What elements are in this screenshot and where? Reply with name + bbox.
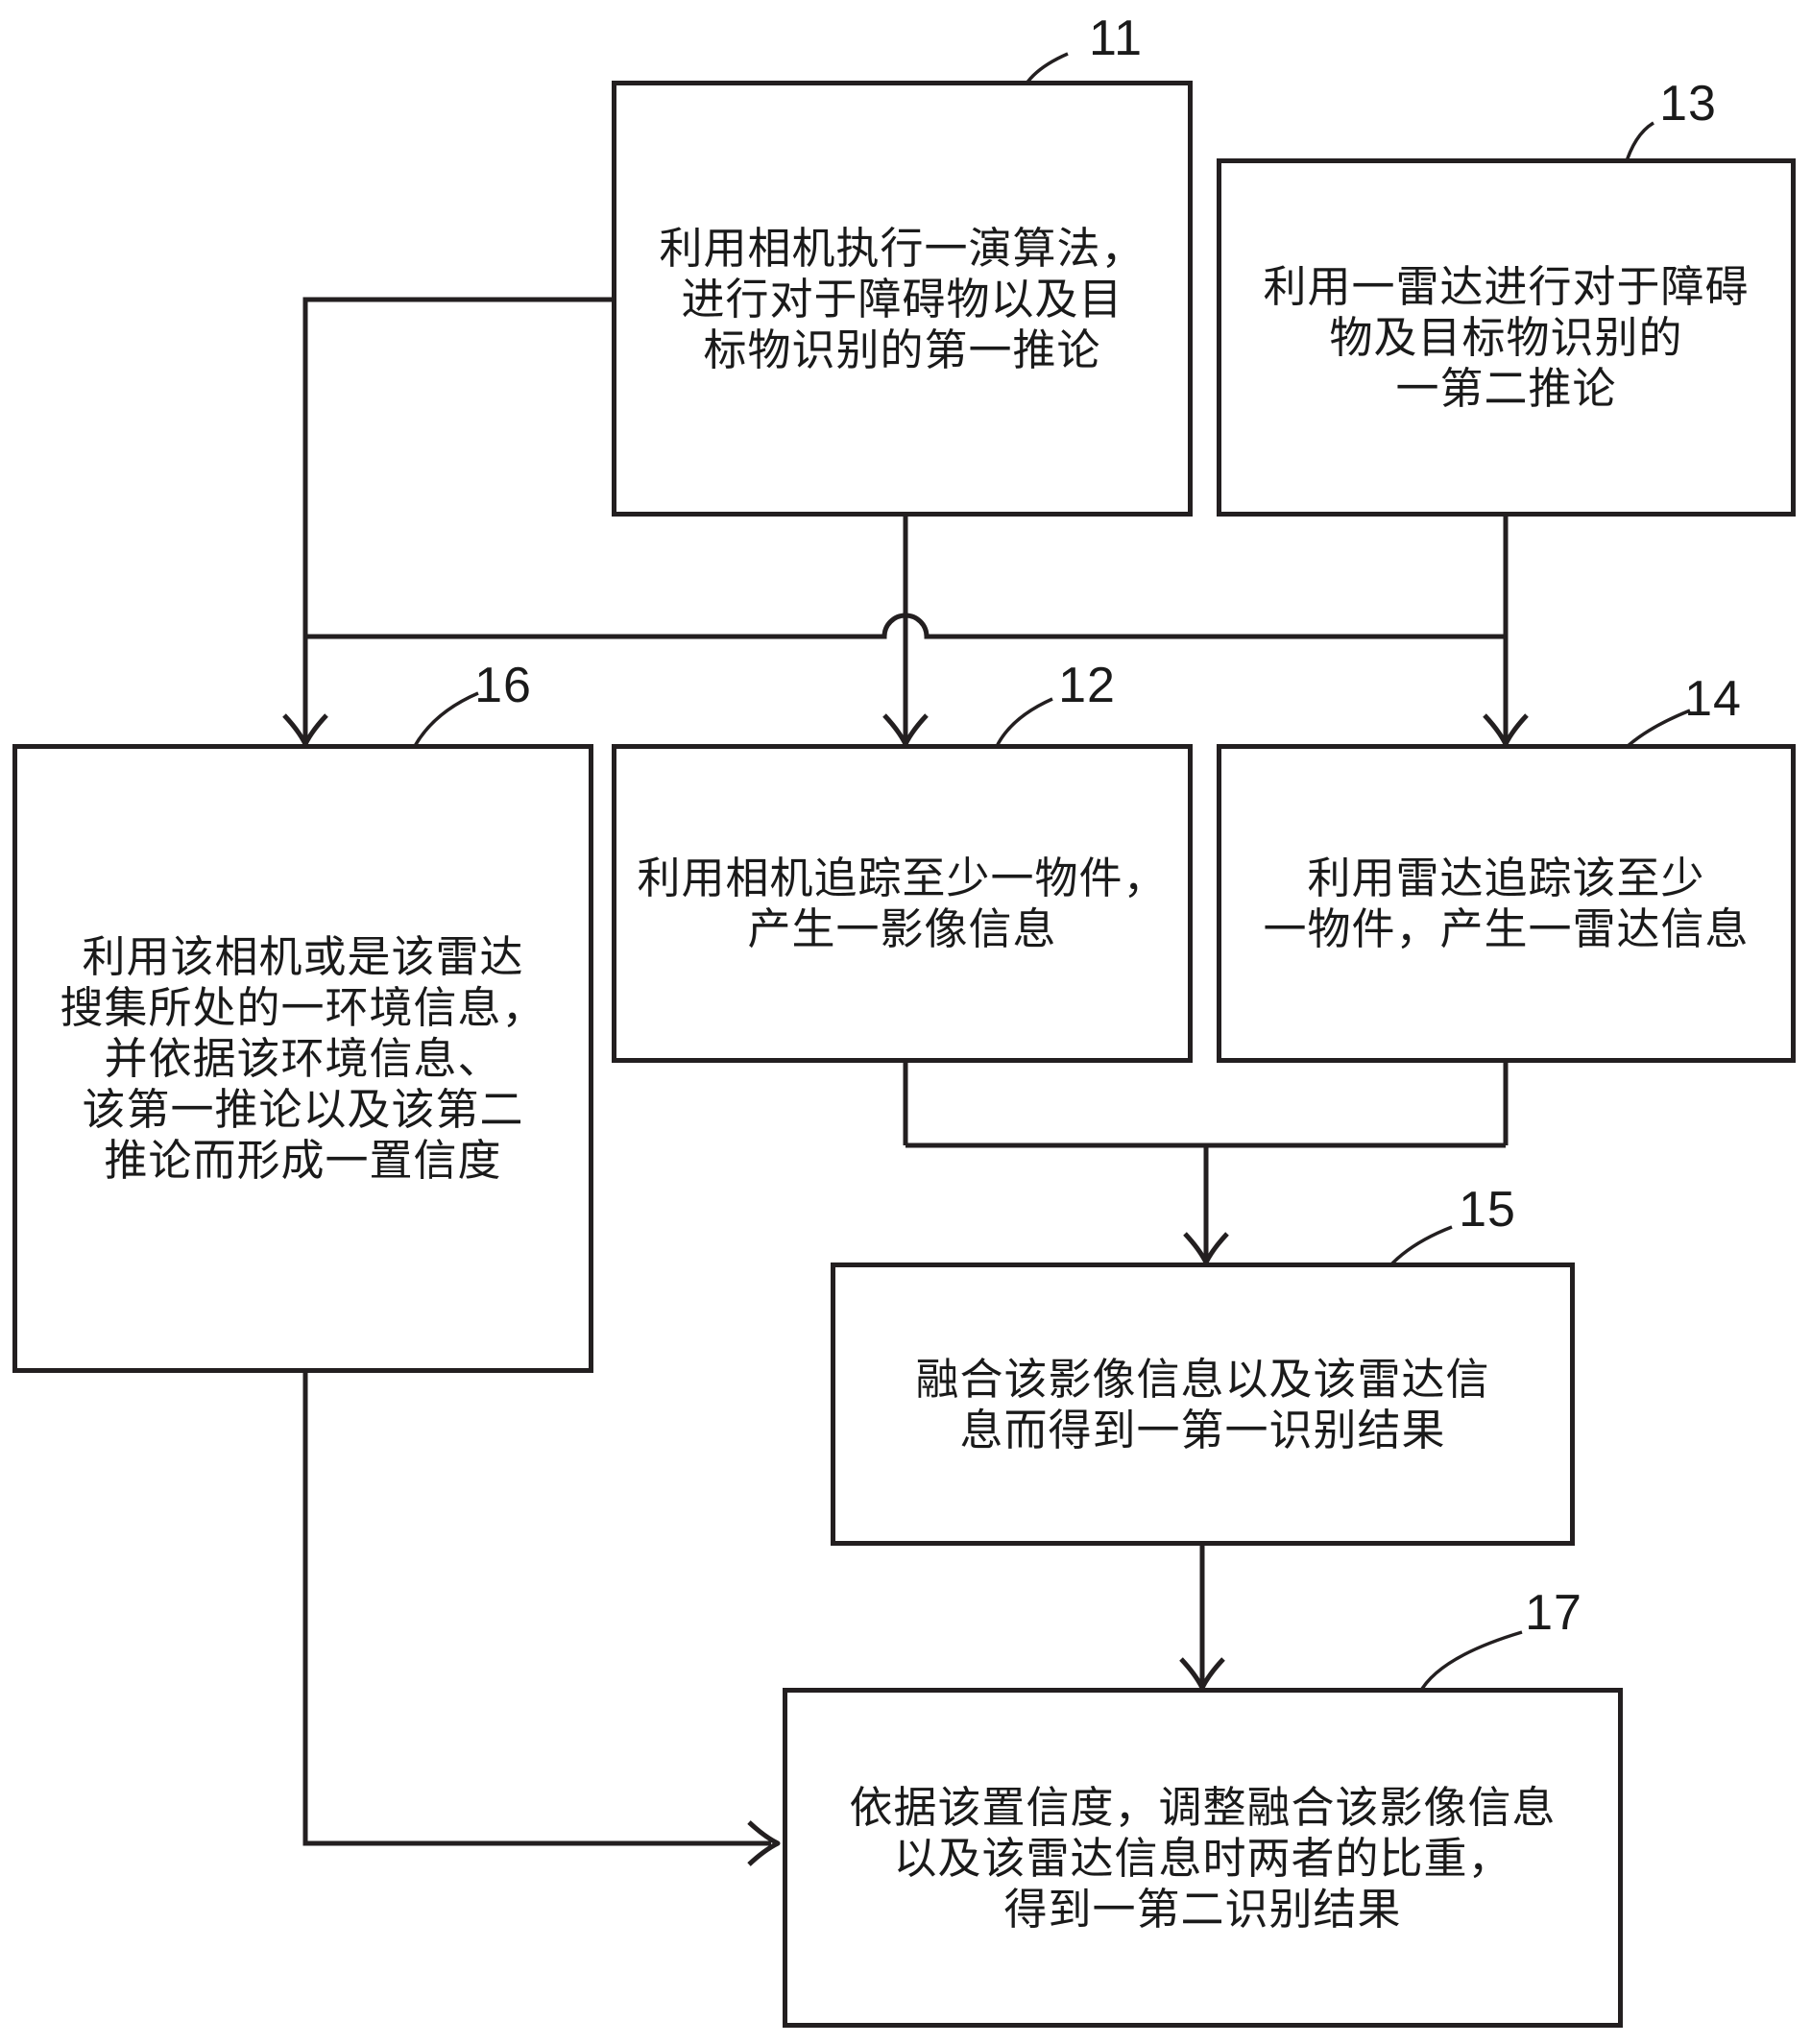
flow-box-13: 利用一雷达进行对于障碍 物及目标物识别的 一第二推论 [1217,158,1796,517]
flow-box-16-text: 利用该相机或是该雷达 搜集所处的一环境信息， 并依据该环境信息、 该第一推论以及… [60,932,546,1185]
flow-box-16: 利用该相机或是该雷达 搜集所处的一环境信息， 并依据该环境信息、 该第一推论以及… [12,744,593,1373]
ref-numeral-16: 16 [474,658,532,713]
ref-numeral-11: 11 [1089,11,1143,66]
flow-box-13-text: 利用一雷达进行对于障碍 物及目标物识别的 一第二推论 [1263,262,1750,413]
flow-box-14-text: 利用雷达追踪该至少 一物件，产生一雷达信息 [1263,854,1750,953]
flow-box-14: 利用雷达追踪该至少 一物件，产生一雷达信息 [1217,744,1796,1063]
ref-numeral-13: 13 [1659,76,1717,132]
flow-box-17-text: 依据该置信度，调整融合该影像信息 以及该雷达信息时两者的比重， 得到一第二识别结… [849,1782,1557,1934]
flow-box-11: 利用相机执行一演算法， 进行对于障碍物以及目 标物识别的第一推论 [612,81,1193,517]
flow-box-15-text: 融合该影像信息以及该雷达信 息而得到一第一识别结果 [915,1354,1490,1455]
ref-numeral-17: 17 [1525,1585,1582,1641]
ref-numeral-14: 14 [1684,671,1742,727]
leader-line-17 [1417,1630,1523,1695]
connector-16-to-17 [302,1373,771,1846]
flow-box-15: 融合该影像信息以及该雷达信 息而得到一第一识别结果 [831,1262,1575,1546]
flow-box-11-text: 利用相机执行一演算法， 进行对于障碍物以及目 标物识别的第一推论 [659,223,1146,374]
connector-13-to-16-horizontal-with-hop [305,613,1506,639]
ref-numeral-15: 15 [1459,1182,1516,1238]
flow-box-12-text: 利用相机追踪至少一物件， 产生一影像信息 [637,854,1168,953]
flow-box-12: 利用相机追踪至少一物件， 产生一影像信息 [612,744,1193,1063]
ref-numeral-12: 12 [1058,658,1116,713]
flow-box-17: 依据该置信度，调整融合该影像信息 以及该雷达信息时两者的比重， 得到一第二识别结… [783,1688,1623,2028]
connector-11-to-16 [302,297,612,739]
arrow-into-17-left-icon [747,1820,781,1866]
